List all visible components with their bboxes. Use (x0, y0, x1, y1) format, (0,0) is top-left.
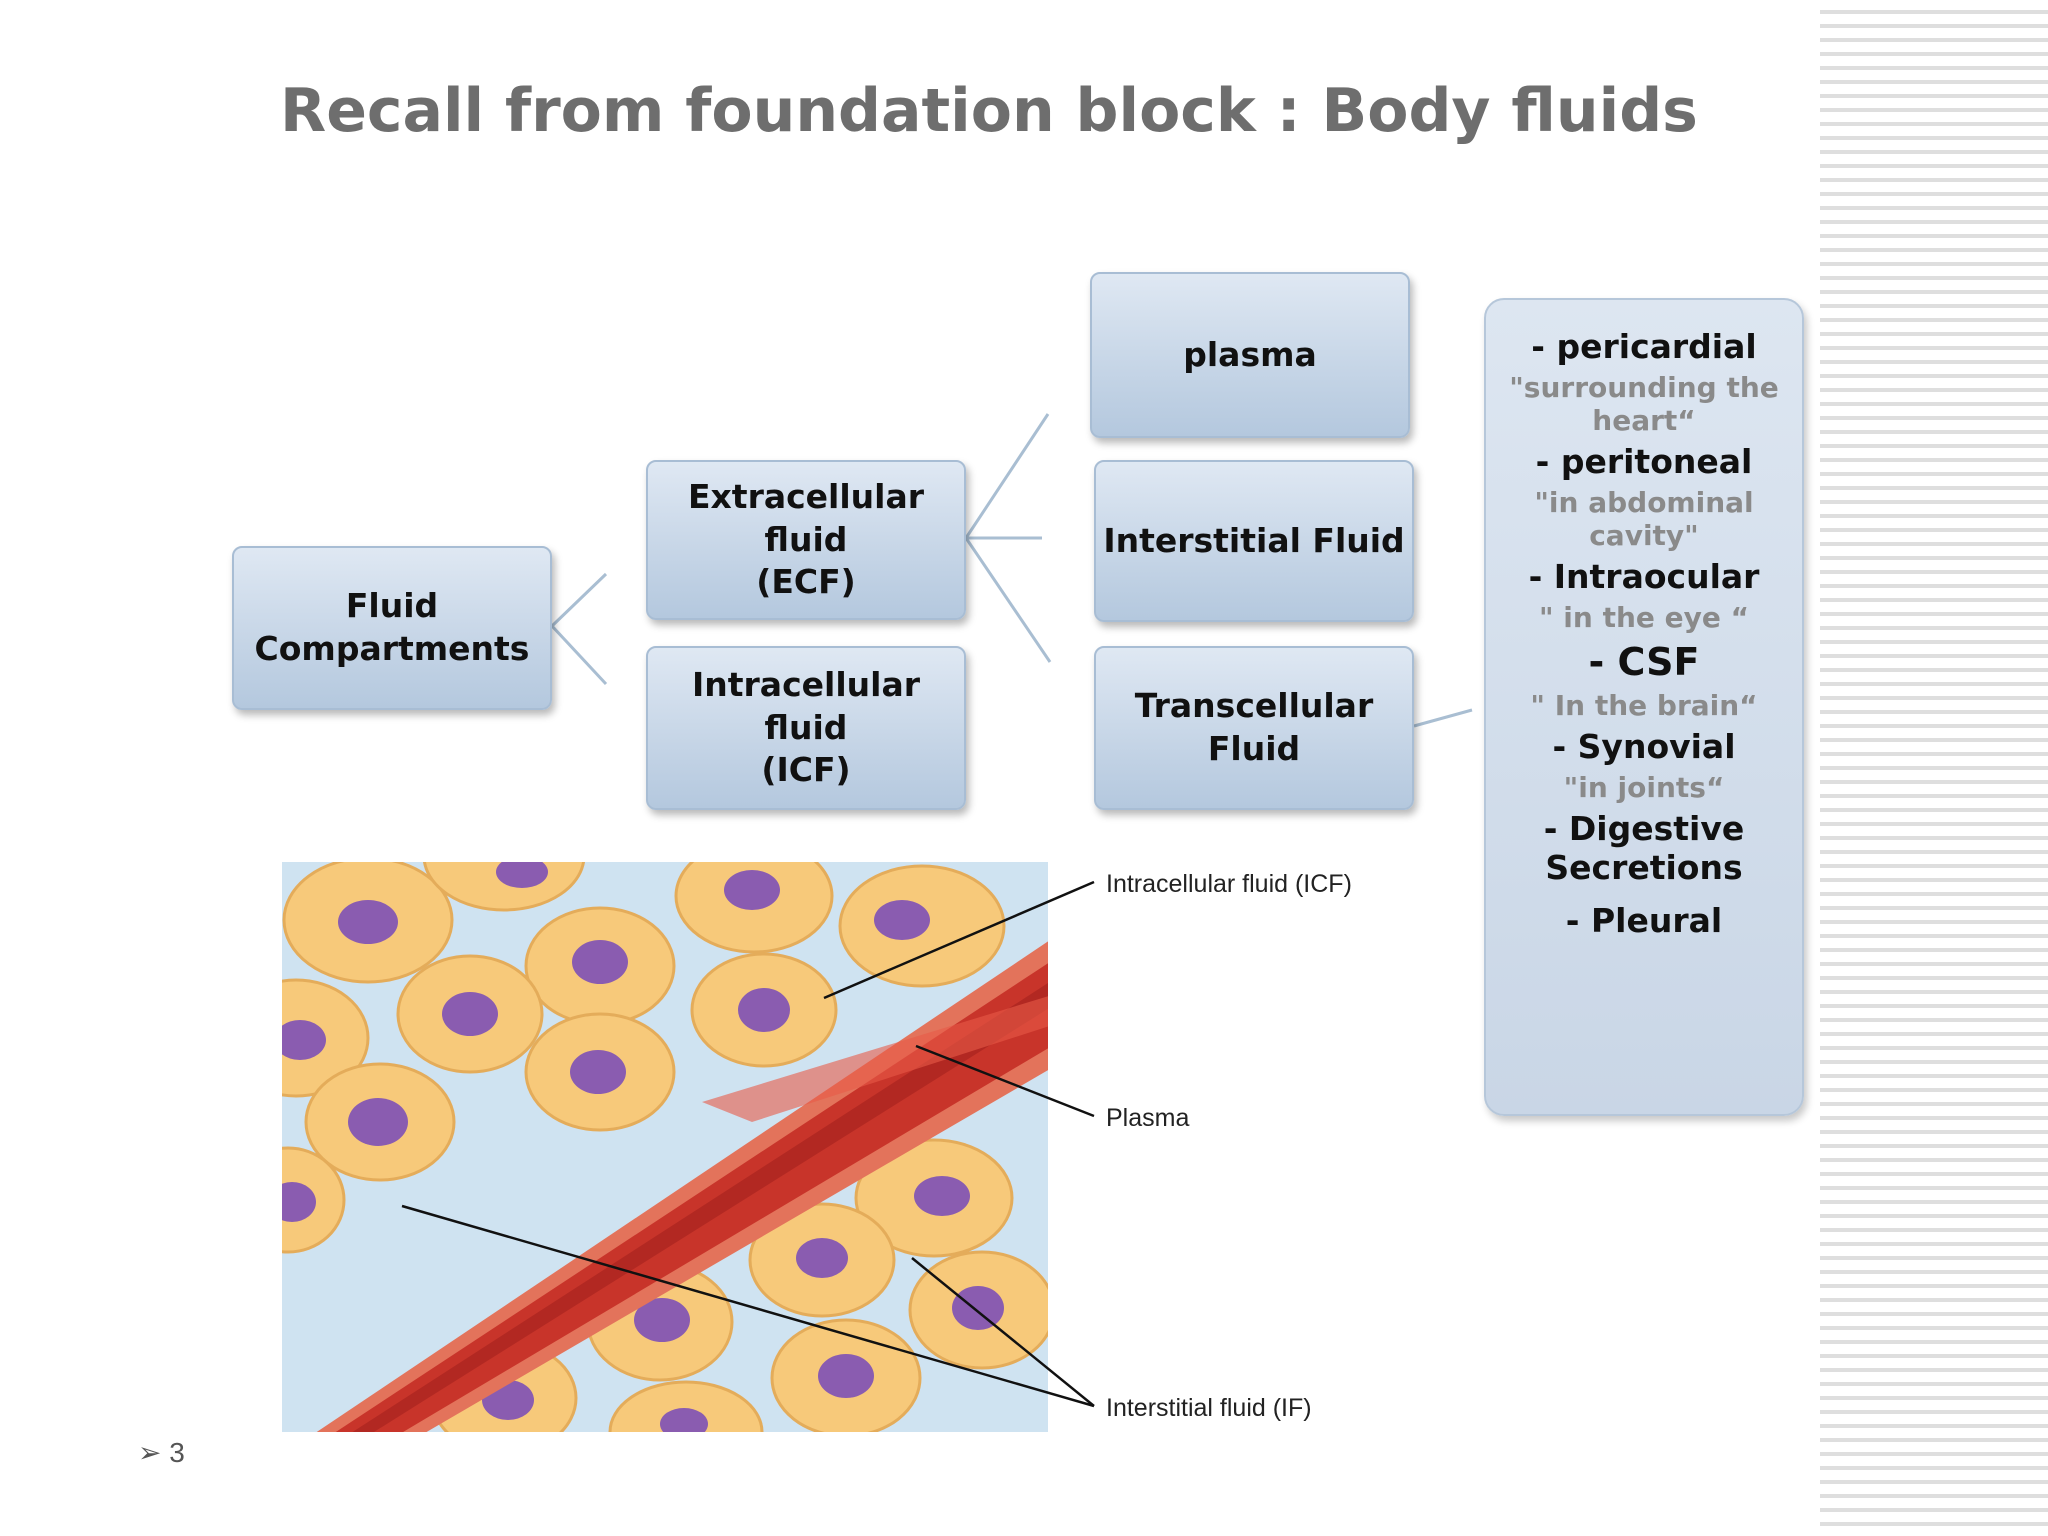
page-number-text: 3 (169, 1437, 185, 1468)
icf-label: Intracellular fluid (ICF) (691, 664, 920, 790)
connector-ecf-plasma (964, 413, 1050, 539)
connector-ecf-transcellular (964, 537, 1052, 663)
label-interstitial-fluid: Interstitial fluid (IF) (1106, 1394, 1312, 1422)
interstitial-fluid-box: Interstitial Fluid (1094, 460, 1414, 622)
transcellular-list-panel: - pericardial "surrounding the heart“ - … (1484, 298, 1804, 1116)
transcellular-item-pericardial: - pericardial "surrounding the heart“ (1509, 327, 1779, 437)
plasma-label: plasma (1183, 334, 1317, 374)
decorative-stripes (1820, 0, 2048, 1536)
connector-root-ecf (550, 572, 608, 628)
icf-box: Intracellular fluid (ICF) (646, 646, 966, 810)
transcellular-fluid-label: Transcellular Fluid (1134, 686, 1374, 768)
transcellular-item-csf: - CSF " In the brain“ (1530, 639, 1758, 722)
plasma-box: plasma (1090, 272, 1410, 438)
transcellular-item-digestive: - Digestive Secretions (1543, 808, 1745, 887)
ecf-label: Extracellular fluid (ECF) (687, 476, 925, 602)
transcellular-item-peritoneal: - peritoneal "in abdominal cavity" (1534, 442, 1754, 552)
slide-title: Recall from foundation block : Body flui… (280, 76, 1698, 146)
transcellular-item-synovial: - Synovial "in joints“ (1552, 726, 1736, 804)
fluid-compartments-label: Fluid Compartments (254, 586, 530, 668)
connector-transcellular-list (1413, 708, 1473, 728)
transcellular-item-intraocular: - Intraocular " in the eye “ (1528, 557, 1760, 634)
cells-group (282, 862, 1048, 1432)
ecf-box: Extracellular fluid (ECF) (646, 460, 966, 620)
body-fluids-illustration (282, 862, 1048, 1432)
interstitial-fluid-label: Interstitial Fluid (1103, 520, 1405, 560)
label-icf: Intracellular fluid (ICF) (1106, 870, 1352, 898)
fluid-compartments-box: Fluid Compartments (232, 546, 552, 710)
page-number: ➢ 3 (138, 1436, 185, 1469)
bullet-arrow-icon: ➢ (138, 1437, 162, 1468)
transcellular-fluid-box: Transcellular Fluid (1094, 646, 1414, 810)
connector-root-icf (550, 624, 608, 686)
transcellular-item-pleural: - Pleural (1565, 900, 1723, 940)
label-plasma: Plasma (1106, 1104, 1190, 1132)
